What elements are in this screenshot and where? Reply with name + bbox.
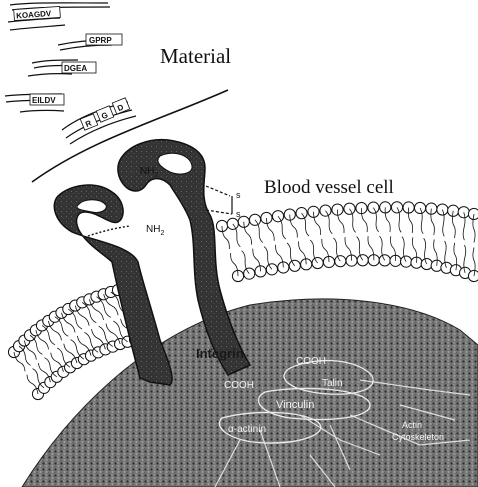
peptide-dgea: DGEA — [64, 64, 87, 73]
lipid-head — [468, 270, 478, 281]
membrane-heads-right — [216, 202, 478, 282]
actin-label: Actin — [402, 420, 422, 430]
blood-vessel-cell-label: Blood vessel cell — [264, 177, 394, 198]
disulfide-s-top: s — [236, 190, 241, 200]
vinculin-label: Vinculin — [276, 399, 314, 411]
cooh-left-label: COOH — [224, 380, 254, 391]
lipid-head — [296, 208, 307, 219]
disulfide-bond — [206, 186, 232, 214]
peptide-gprp: GPRP — [89, 36, 112, 45]
lipid-head — [320, 205, 331, 216]
integrin-label: Integrin — [196, 346, 244, 361]
material-label: Material — [160, 44, 231, 68]
lipid-head — [368, 202, 379, 213]
peptide-strips — [5, 3, 136, 144]
cooh-right-label: COOH — [296, 356, 326, 367]
cytoplasm — [22, 299, 478, 487]
subunit-dotted-link — [88, 226, 130, 236]
lipid-head — [437, 204, 448, 215]
talin-label: Talin — [322, 378, 343, 389]
cell-membrane-right — [216, 202, 478, 282]
cytoskeleton-label: Cytoskeleton — [392, 432, 444, 442]
peptide-eildv: EILDV — [32, 96, 56, 105]
peptide-labels: KOAGDV GPRP DGEA EILDV R G D — [14, 6, 130, 130]
alpha-actinin-label: α-actinin — [228, 424, 266, 435]
disulfide-s-bottom: s — [236, 209, 241, 219]
nh2-alpha-label: NH2 — [146, 224, 164, 237]
